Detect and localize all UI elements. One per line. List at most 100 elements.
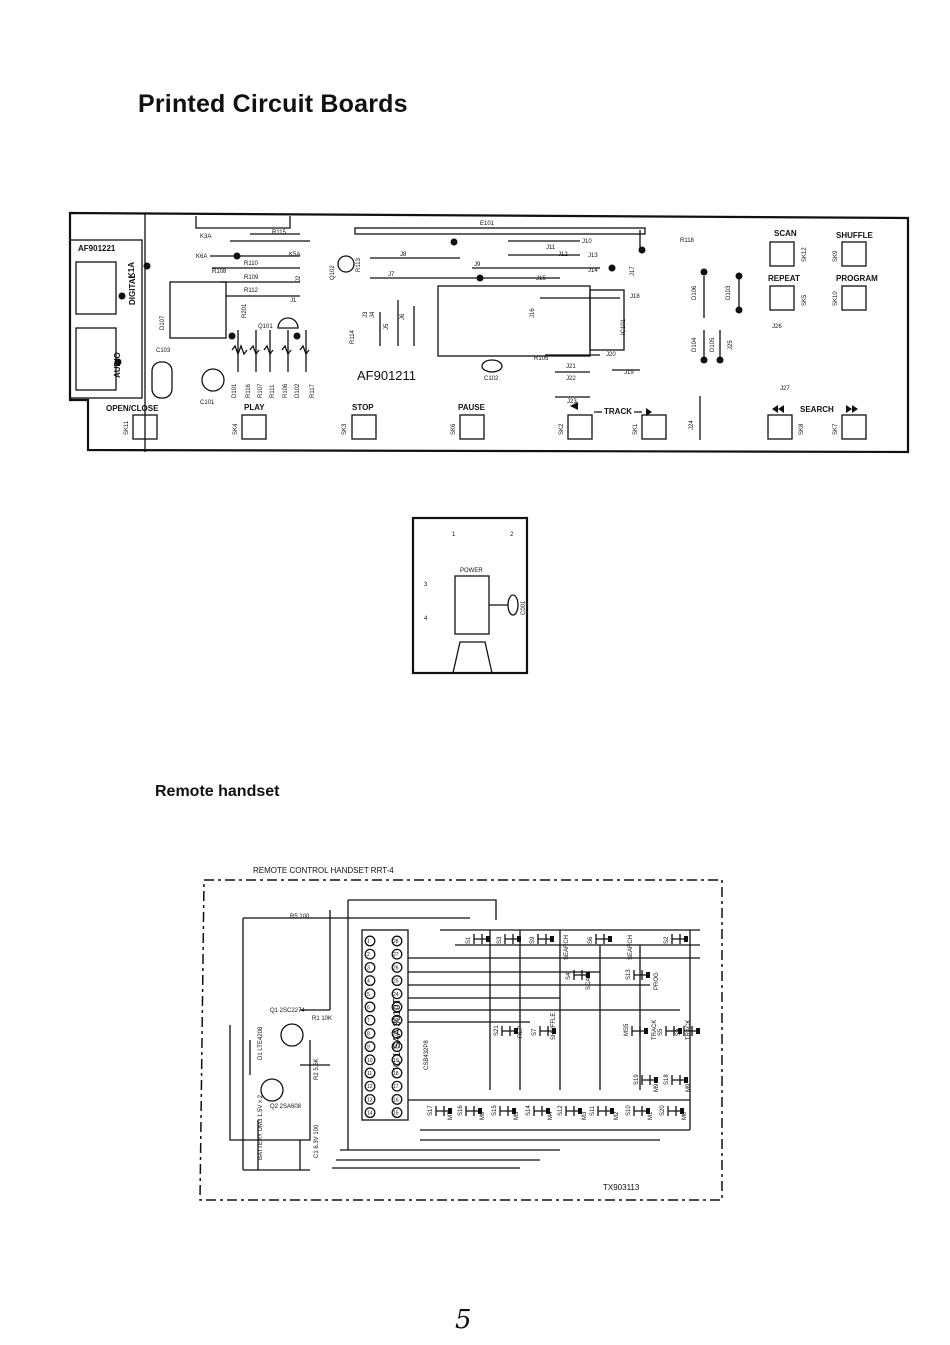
switch-ref: S13 bbox=[626, 969, 632, 980]
switch-function-label: M0 bbox=[682, 1111, 688, 1120]
power-board: POWER C001 1 2 3 4 bbox=[411, 516, 529, 675]
label-j12: J12 bbox=[558, 252, 568, 258]
switch-function-label: M5 bbox=[514, 1111, 520, 1120]
switch-s12: S12 bbox=[558, 1105, 582, 1116]
ic-pin-left-number: 10 bbox=[367, 1058, 373, 1064]
svg-text:SCAN: SCAN bbox=[774, 229, 797, 238]
ic-pin-left-number: 13 bbox=[367, 1097, 373, 1103]
ic-pin-left-number: 1 bbox=[367, 939, 370, 945]
switch-function-label: M4 bbox=[548, 1111, 554, 1120]
label-d101: D101 bbox=[232, 383, 238, 398]
button-pause[interactable]: PAUSE SK6 bbox=[451, 403, 486, 440]
label-q102: Q102 bbox=[330, 265, 336, 280]
button-program[interactable]: PROGRAM SK10 bbox=[833, 274, 878, 311]
switch-contact bbox=[680, 1108, 684, 1114]
svg-text:PROGRAM: PROGRAM bbox=[836, 274, 878, 283]
svg-text:REPEAT: REPEAT bbox=[768, 274, 800, 283]
switch-ref: S11 bbox=[590, 1105, 596, 1116]
ic-pin-left bbox=[364, 961, 376, 973]
button-stop[interactable]: STOP SK3 bbox=[342, 403, 377, 440]
label-j6: J6 bbox=[400, 313, 406, 320]
power-pin-1: 1 bbox=[452, 532, 456, 538]
label-j11: J11 bbox=[546, 245, 556, 251]
label-r114: R112 bbox=[244, 288, 259, 294]
switch-symbol bbox=[537, 934, 550, 944]
switch-ref: S18 bbox=[664, 1074, 670, 1085]
label-r113: R111 bbox=[270, 384, 276, 398]
ic-pin-left-number: 5 bbox=[367, 992, 370, 998]
power-pin-3: 3 bbox=[424, 582, 428, 588]
switch-symbol bbox=[565, 1106, 578, 1116]
ic-pin-right bbox=[391, 1093, 403, 1105]
switch-contact bbox=[684, 1077, 688, 1083]
button-track-next[interactable]: SK1 bbox=[633, 414, 667, 440]
button-repeat[interactable]: REPEAT SK5 bbox=[768, 274, 808, 311]
switch-contact bbox=[696, 1028, 700, 1034]
label-q2: Q2 2SA608 bbox=[270, 1104, 302, 1110]
switch-symbol bbox=[671, 1075, 684, 1085]
remote-heading: REMOTE CONTROL HANDSET RRT-4 bbox=[253, 866, 394, 875]
switch-function-label: M9 bbox=[654, 1083, 660, 1092]
ic-pin-left-number: 12 bbox=[367, 1084, 373, 1090]
switch-ref: S5 bbox=[658, 1028, 664, 1036]
label-j18: J18 bbox=[630, 294, 640, 300]
ic-pin-left bbox=[364, 1080, 376, 1092]
switch-function-label: SEARCH bbox=[628, 935, 634, 960]
power-label: POWER bbox=[460, 568, 483, 574]
switch-s2: S2 bbox=[664, 934, 688, 944]
switch-function-label: REP bbox=[518, 1026, 524, 1038]
label-r1: R1 10K bbox=[312, 1016, 332, 1022]
ic-pin-right bbox=[391, 1014, 403, 1026]
switch-function-label: M7 bbox=[448, 1111, 454, 1120]
label-r118: R114 bbox=[350, 329, 356, 344]
ic-pin-left-number: 11 bbox=[367, 1071, 372, 1077]
label-j1: J1 bbox=[290, 298, 297, 304]
main-board: AF901221 DIGITAL AUDIO K1A E101 bbox=[68, 211, 910, 454]
switch-s4: S4 bbox=[566, 970, 590, 980]
switch-contact bbox=[654, 1077, 658, 1083]
switch-function-label: TRACK bbox=[652, 1020, 658, 1040]
label-d103: D103 bbox=[726, 285, 732, 300]
label-d102: D102 bbox=[295, 383, 301, 398]
switch-symbol bbox=[641, 1075, 654, 1085]
switch-s16: S16 bbox=[458, 1105, 482, 1116]
label-k1a: K1A bbox=[127, 262, 136, 278]
label-j13: J13 bbox=[588, 253, 598, 259]
ic-pin-right bbox=[391, 1054, 403, 1066]
ic-pin-left bbox=[364, 1107, 376, 1119]
switch-function-label: SEARCH bbox=[564, 935, 570, 960]
button-track-prev[interactable]: SK2 bbox=[559, 414, 593, 440]
switch-s3: S3 bbox=[497, 934, 521, 944]
svg-text:SK5: SK5 bbox=[802, 294, 808, 306]
switch-ref: MS5 bbox=[624, 1023, 630, 1036]
ic-pin-right bbox=[391, 1001, 403, 1013]
ic-pin-right-number: 22 bbox=[393, 1018, 399, 1024]
label-r106: R106 bbox=[283, 383, 289, 398]
ic-pin-right bbox=[391, 1041, 403, 1053]
switch-ref: S10 bbox=[626, 1105, 632, 1116]
button-search-forward[interactable]: SK7 bbox=[833, 414, 867, 440]
ic-pin-left-number: 8 bbox=[367, 1031, 370, 1037]
button-scan[interactable]: SCAN SK12 bbox=[769, 229, 808, 267]
button-play[interactable]: PLAY SK4 bbox=[233, 403, 267, 440]
button-search-back[interactable]: SK8 bbox=[767, 414, 805, 440]
label-j26: J26 bbox=[772, 324, 782, 330]
button-shuffle[interactable]: SHUFFLE SK9 bbox=[833, 231, 874, 267]
label-r110: R108 bbox=[212, 269, 227, 275]
label-d107: D107 bbox=[160, 315, 166, 330]
label-q1: Q1 2SC2274 bbox=[270, 1008, 305, 1014]
button-open-close[interactable]: OPEN/CLOSE SK11 bbox=[106, 404, 159, 440]
switch-contact bbox=[678, 1028, 682, 1034]
switch-contact bbox=[478, 1108, 482, 1114]
ic-pin-left-number: 3 bbox=[367, 965, 370, 971]
switch-ref: S20 bbox=[660, 1105, 666, 1116]
svg-text:SK7: SK7 bbox=[833, 423, 839, 435]
svg-text:SK12: SK12 bbox=[802, 247, 808, 262]
switch-ref: S15 bbox=[492, 1105, 498, 1116]
switch-s15: S15 bbox=[492, 1105, 516, 1116]
svg-text:PLAY: PLAY bbox=[244, 403, 265, 412]
label-j24: J24 bbox=[689, 420, 695, 430]
switch-symbol bbox=[633, 970, 646, 980]
remote-schematic: REMOTE CONTROL HANDSET RRT-4 IC 1 SAA 30… bbox=[199, 866, 723, 1201]
switch-ref: S3 bbox=[497, 936, 503, 944]
